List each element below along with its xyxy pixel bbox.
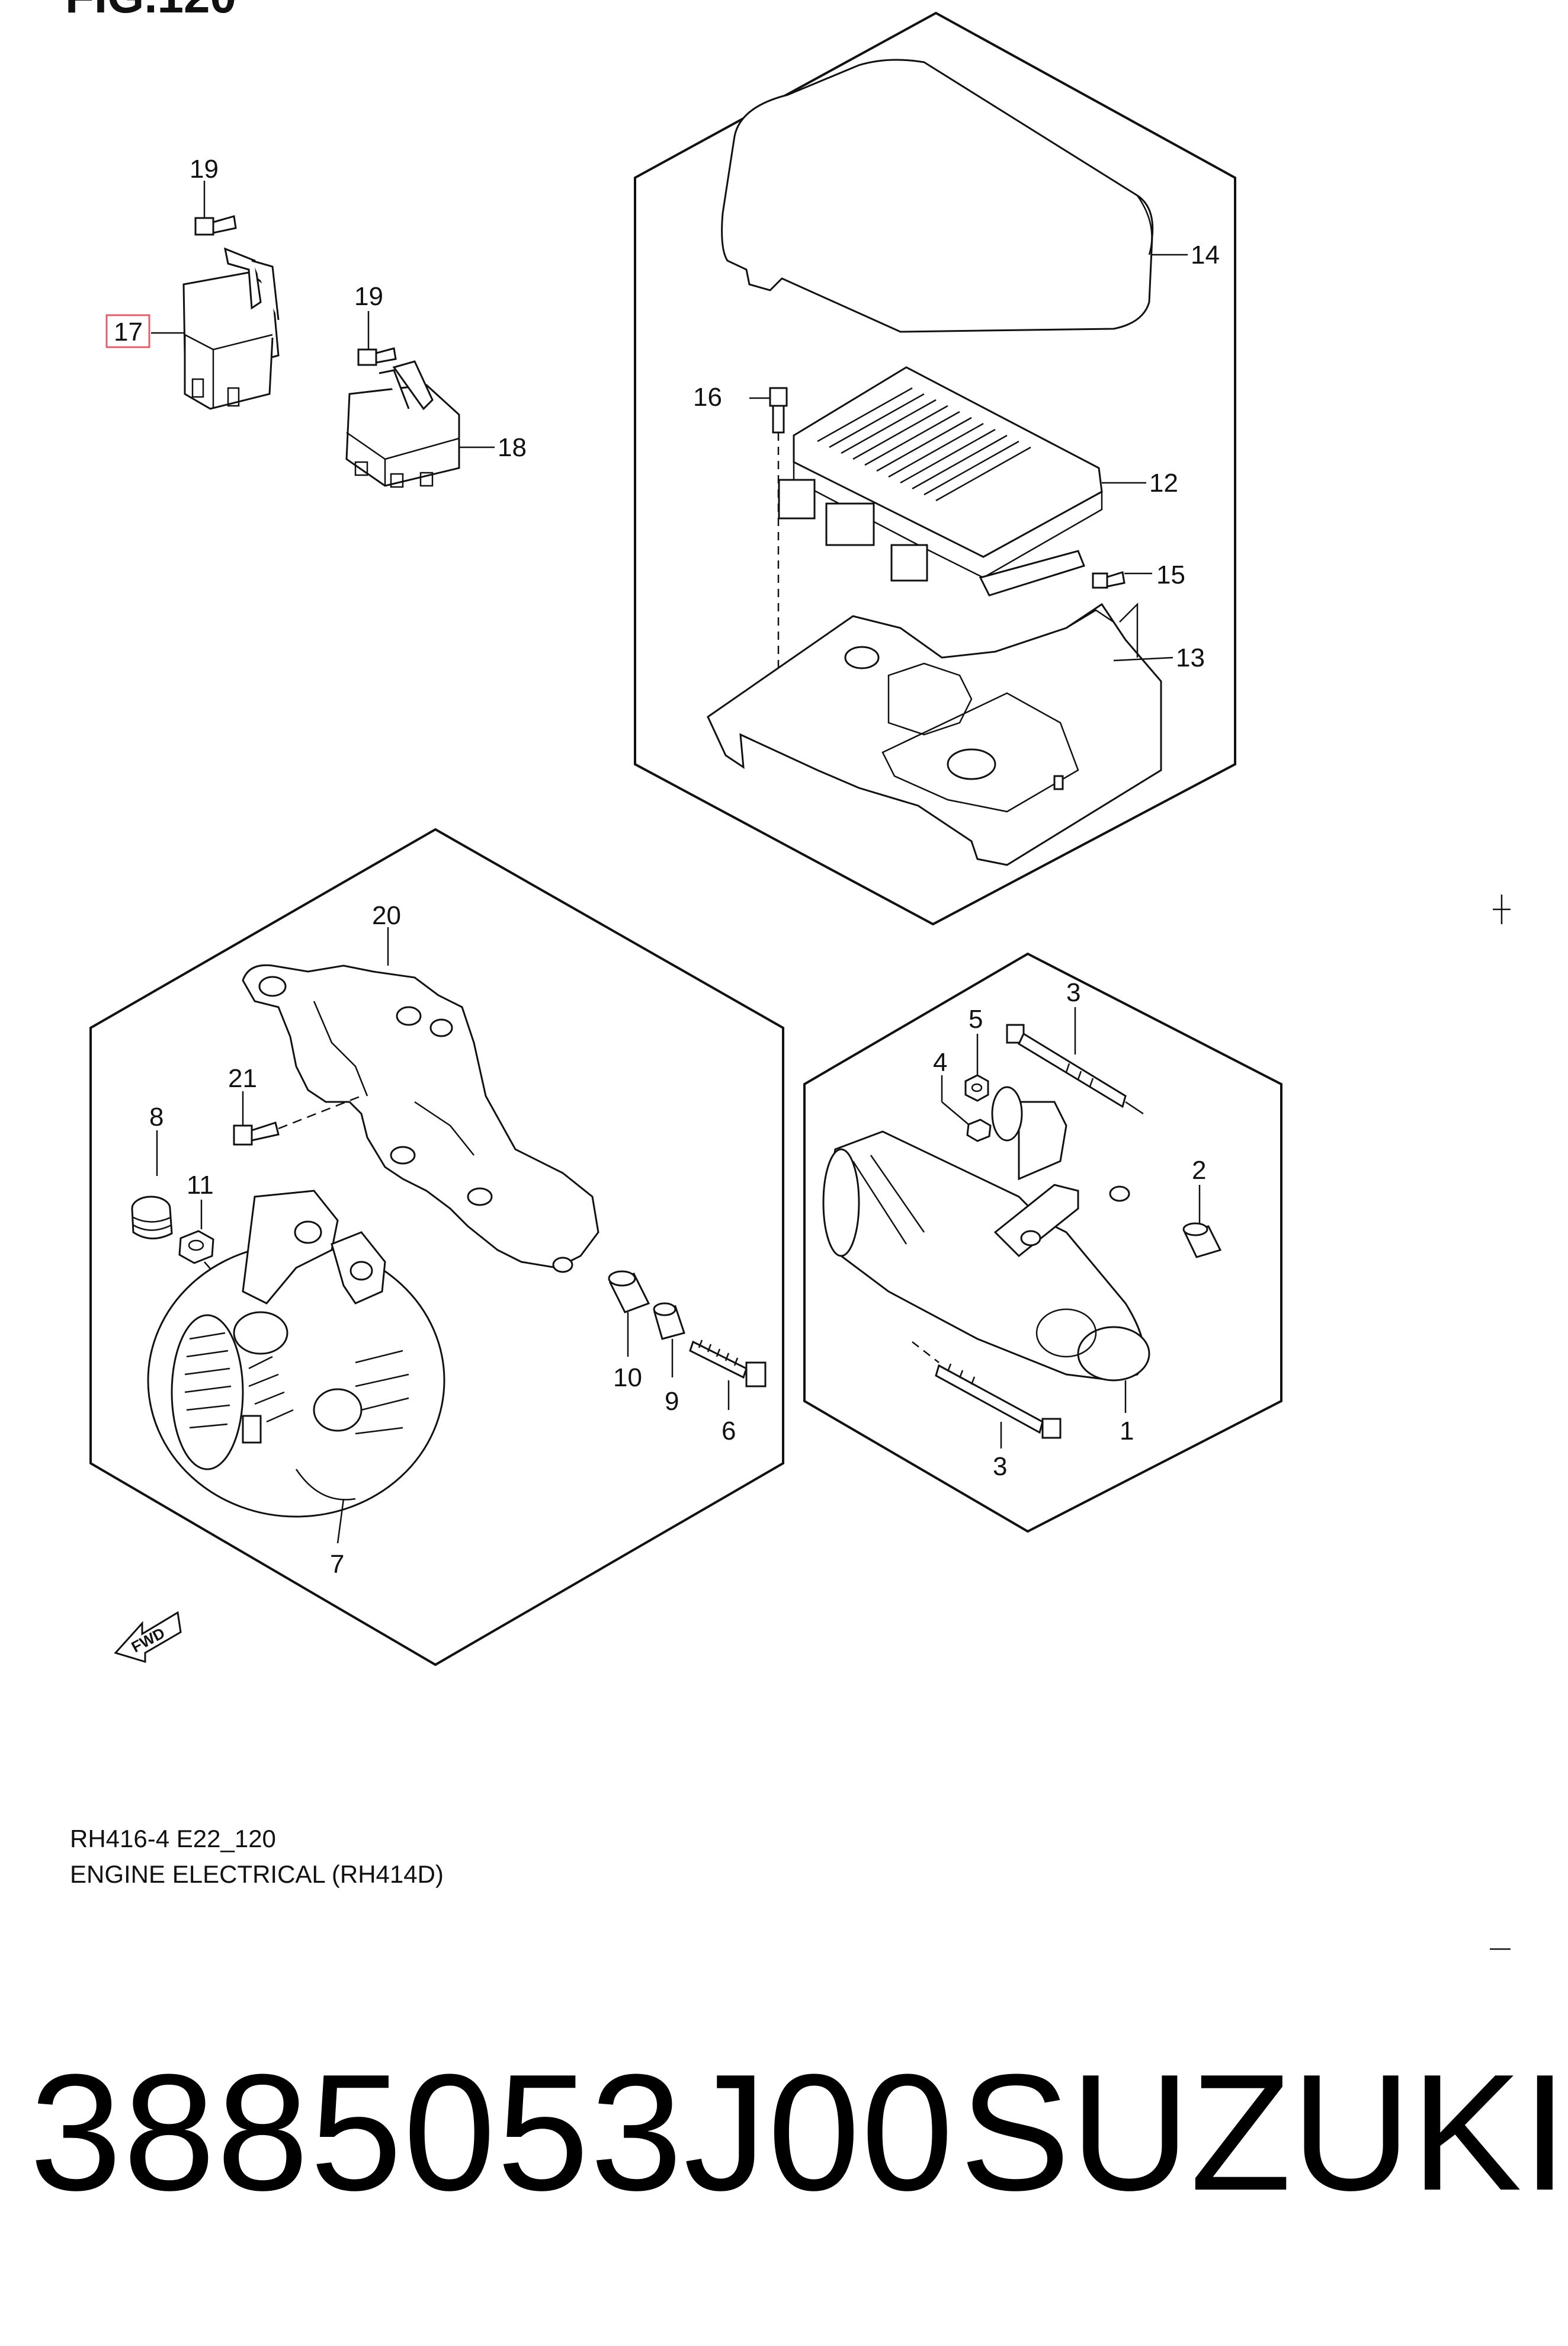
part-number: 3885053J00 (30, 2040, 955, 2225)
callout-3-upper[interactable]: 3 (1066, 978, 1080, 1007)
callout-16[interactable]: 16 (693, 383, 722, 412)
ecu-12-drawing (778, 366, 1146, 597)
alternator-7-drawing (147, 1190, 445, 1544)
bolt-3-upper-drawing (1006, 1007, 1144, 1115)
relay-18-drawing (345, 360, 495, 488)
callout-15[interactable]: 15 (1156, 560, 1185, 589)
callout-13[interactable]: 13 (1176, 643, 1205, 672)
highlight-box-17 (105, 314, 150, 348)
cap-8-drawing (131, 1130, 173, 1239)
bolt-21-drawing (233, 1091, 362, 1146)
bolt-16-drawing (749, 387, 788, 675)
bracket-20-drawing (242, 927, 599, 1273)
starter-group-frame (803, 952, 1282, 1533)
brand-name: SUZUKI (960, 2040, 1568, 2225)
starter-1-drawing (822, 1086, 1150, 1413)
bracket-13-drawing (707, 602, 1173, 866)
caption-section-name: ENGINE ELECTRICAL (RH414D) (70, 1860, 444, 1888)
callout-11[interactable]: 11 (187, 1171, 214, 1200)
callout-10[interactable]: 10 (613, 1363, 642, 1392)
diagram-canvas: FIG.120 (30, 0, 1568, 2225)
callout-21[interactable]: 21 (228, 1064, 257, 1093)
callout-14[interactable]: 14 (1191, 241, 1220, 270)
callout-4[interactable]: 4 (933, 1048, 947, 1077)
callout-19-upper[interactable]: 19 (190, 155, 219, 184)
caption-model-code: RH416-4 E22_120 (70, 1825, 276, 1853)
callout-19-lower[interactable]: 19 (354, 282, 383, 311)
nut-4-drawing (941, 1075, 992, 1142)
figure-title: FIG.120 (65, 0, 236, 24)
bolt-6-drawing (689, 1339, 767, 1410)
ecu-group-frame (634, 11, 1236, 926)
callout-12[interactable]: 12 (1149, 469, 1178, 498)
callout-6[interactable]: 6 (722, 1416, 736, 1446)
callout-7[interactable]: 7 (330, 1550, 344, 1579)
nut-11-drawing (178, 1200, 261, 1328)
callout-20[interactable]: 20 (372, 901, 401, 930)
callout-2[interactable]: 2 (1192, 1156, 1206, 1185)
callout-3-lower[interactable]: 3 (993, 1452, 1007, 1481)
callout-18[interactable]: 18 (498, 433, 527, 462)
collar-10-drawing (608, 1270, 650, 1357)
relay-17-drawing[interactable] (151, 247, 280, 410)
callout-9[interactable]: 9 (665, 1387, 679, 1416)
alternator-group-frame (89, 828, 784, 1666)
bolt-19-lower (357, 311, 397, 366)
collar-2-drawing (1182, 1185, 1222, 1258)
fwd-arrow-icon: FWD (114, 1611, 182, 1664)
callout-8[interactable]: 8 (149, 1103, 163, 1132)
ecu-cover-14-drawing (721, 59, 1188, 333)
exploded-parts-diagram: FWD 19 17 19 18 14 16 12 15 13 20 21 8 1… (89, 11, 1511, 1950)
bolt-15-drawing (1092, 571, 1152, 589)
callout-5[interactable]: 5 (969, 1005, 983, 1034)
collar-9-drawing (653, 1302, 685, 1377)
bolt-3-lower-drawing (912, 1341, 1062, 1448)
bolt-19-upper (194, 181, 237, 236)
callout-17[interactable]: 17 (114, 318, 143, 347)
callout-1[interactable]: 1 (1120, 1416, 1134, 1446)
nut-5-drawing (964, 1034, 989, 1102)
